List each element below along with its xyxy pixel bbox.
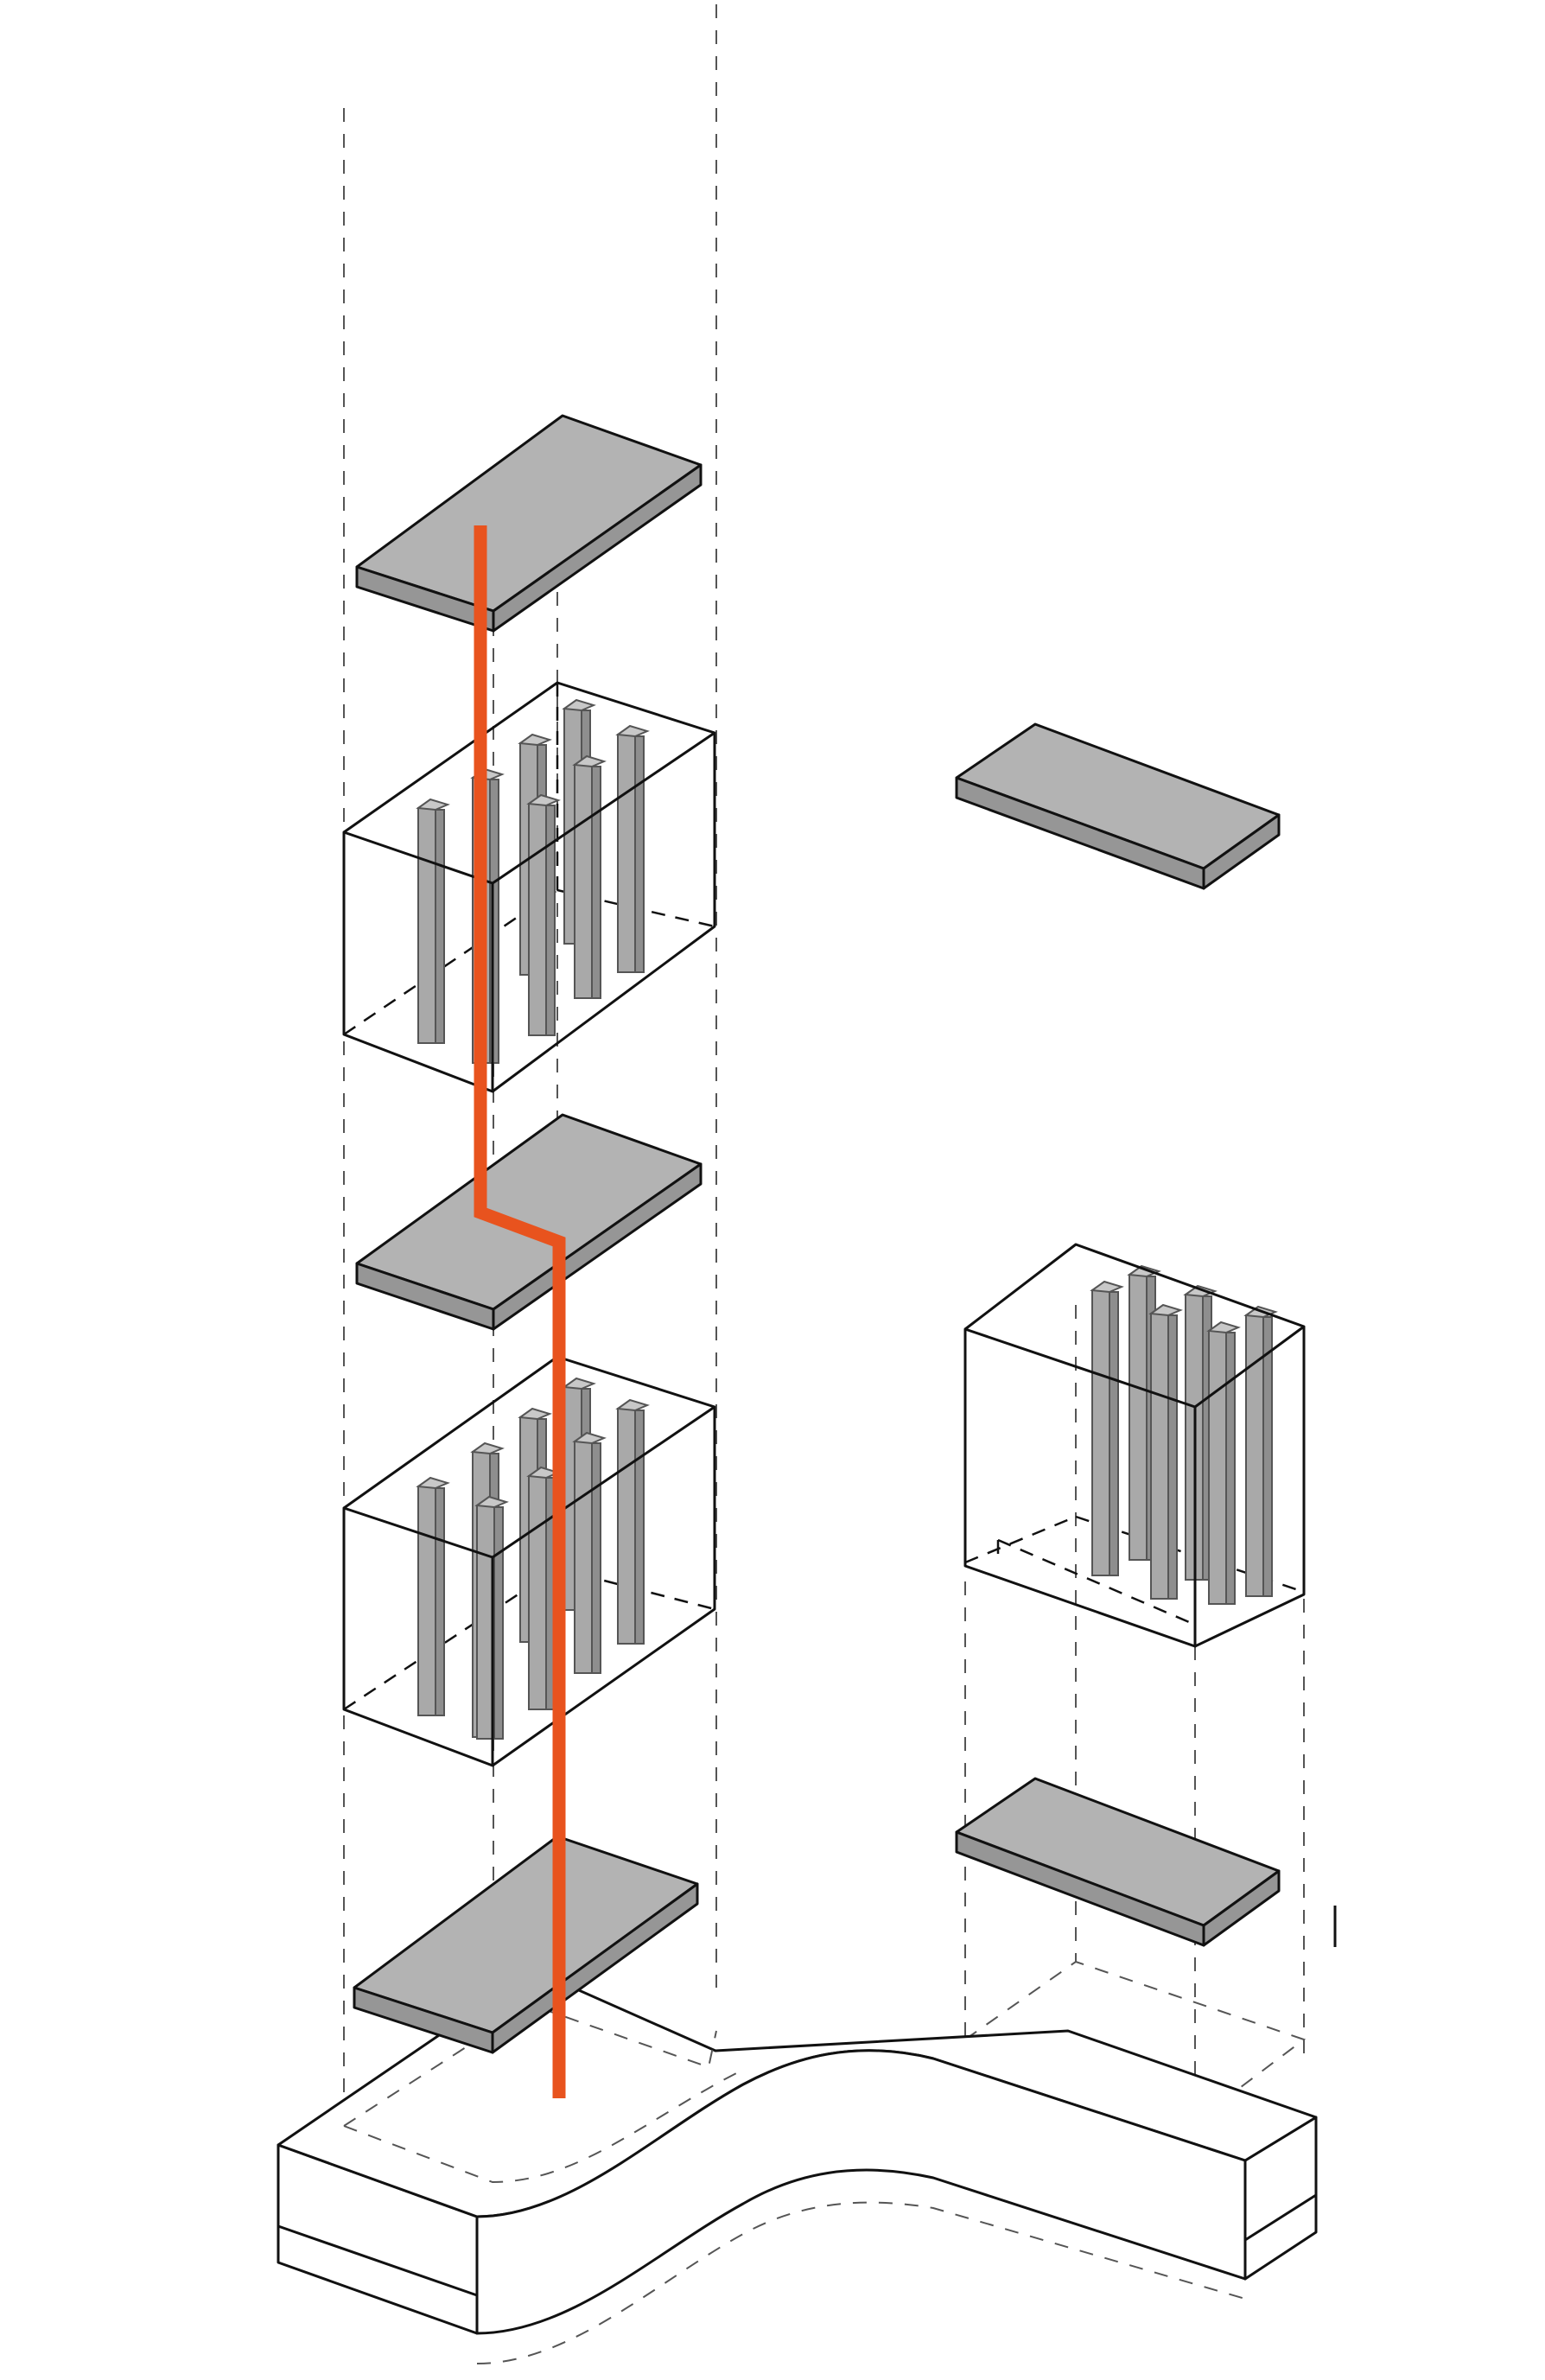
left-tower-middle-slab xyxy=(355,1113,703,1331)
upper-volume-edges xyxy=(342,681,716,1093)
column xyxy=(1090,1280,1124,1576)
column xyxy=(416,1476,450,1716)
curved-podium-base xyxy=(277,1969,1318,2335)
left-tower-lower-volume xyxy=(342,1355,716,1767)
slab-right-side xyxy=(492,463,703,633)
left-tower-top-slab xyxy=(355,414,703,633)
left-tower-upper-volume xyxy=(342,681,716,1093)
column xyxy=(526,793,561,1036)
right-volume-edges xyxy=(963,1243,1306,1648)
right-volume-columns xyxy=(1090,1264,1278,1605)
lower-volume-columns xyxy=(416,1377,650,1740)
right-tower-bottom-slab xyxy=(955,1777,1281,1947)
left-tower-bottom-slab xyxy=(353,1835,699,2054)
column xyxy=(416,798,450,1044)
column xyxy=(572,754,607,999)
slab-right-side xyxy=(1202,1869,1281,1947)
lower-volume-edges xyxy=(342,1355,716,1767)
vertical-circulation-path xyxy=(474,525,566,2098)
slab-right-side xyxy=(492,1162,703,1331)
podium-front-ledge xyxy=(277,2224,478,2297)
column xyxy=(1206,1320,1241,1605)
right-tower-top-slab xyxy=(955,722,1281,890)
podium-curved-front-face xyxy=(475,2049,1247,2335)
podium-hidden-lines xyxy=(343,2003,1246,2364)
column xyxy=(474,1495,509,1740)
podium-end-ledge xyxy=(1244,2193,1317,2242)
column xyxy=(1148,1303,1183,1600)
slab-right-side xyxy=(491,1882,699,2054)
column xyxy=(1243,1305,1278,1597)
right-tower-volume xyxy=(963,1243,1306,1648)
slab-right-side xyxy=(1202,813,1281,890)
column xyxy=(572,1431,607,1674)
column xyxy=(615,724,650,973)
guide-right-footprint xyxy=(964,1960,1307,2123)
upper-volume-columns xyxy=(416,698,650,1064)
column xyxy=(615,1398,650,1645)
